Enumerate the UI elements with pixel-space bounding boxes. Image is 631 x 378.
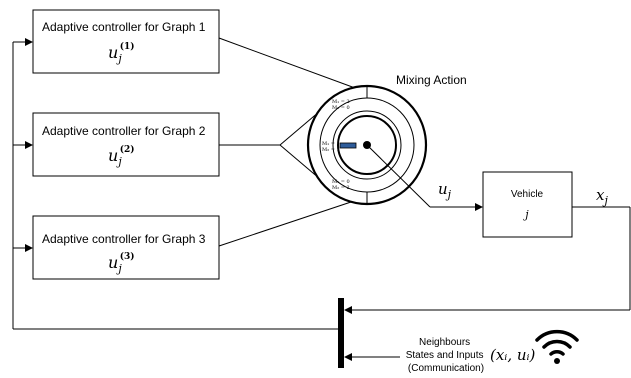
neighbours-caption: Neighbours States and Inputs (Communicat… (406, 337, 487, 374)
dial-hub (363, 141, 371, 149)
neighbours-tuple: (xᵢ, uᵢ) (490, 346, 536, 364)
mixing-action-dial: Mixing Action M₁ = 2 M₂ = 0 M₁ = 1 M₂ = … (306, 73, 467, 208)
collection-bar (338, 298, 344, 368)
controller-1-signal: uj(1) (108, 41, 135, 65)
segment-label-1: M₁ = 2 M₂ = 0 (332, 99, 351, 111)
controller-2-label: Adaptive controller for Graph 2 (42, 124, 206, 138)
control-signal-path: uj (430, 180, 483, 211)
state-output-path (344, 206, 631, 314)
vehicle-index: j (522, 208, 529, 221)
selector-indicator (339, 142, 357, 149)
segment-label-3: M₁ = 0 M₂ = 2 (332, 179, 351, 191)
controller-block-graph-3: Adaptive controller for Graph 3 uj(3) (32, 215, 220, 280)
controller-block-graph-1: Adaptive controller for Graph 1 uj(1) (32, 9, 220, 74)
controller-3-signal: uj(3) (108, 251, 135, 275)
controller-2-signal: uj(2) (108, 144, 135, 168)
wifi-icon (535, 329, 579, 364)
vehicle-label: Vehicle (511, 189, 544, 200)
controller-1-label: Adaptive controller for Graph 1 (42, 20, 206, 34)
feedback-bus (12, 38, 341, 330)
control-signal-label: uj (438, 180, 452, 201)
controller-3-label: Adaptive controller for Graph 3 (42, 232, 206, 246)
mixing-action-title: Mixing Action (396, 73, 467, 87)
controller-block-graph-2: Adaptive controller for Graph 2 uj(2) (32, 112, 220, 177)
segment-label-2: M₁ = 1 M₂ = 1 (322, 141, 341, 153)
dial-pointer (366, 144, 431, 208)
vehicle-block: Vehicle j (482, 171, 573, 238)
state-signal-label: xj (596, 186, 608, 207)
